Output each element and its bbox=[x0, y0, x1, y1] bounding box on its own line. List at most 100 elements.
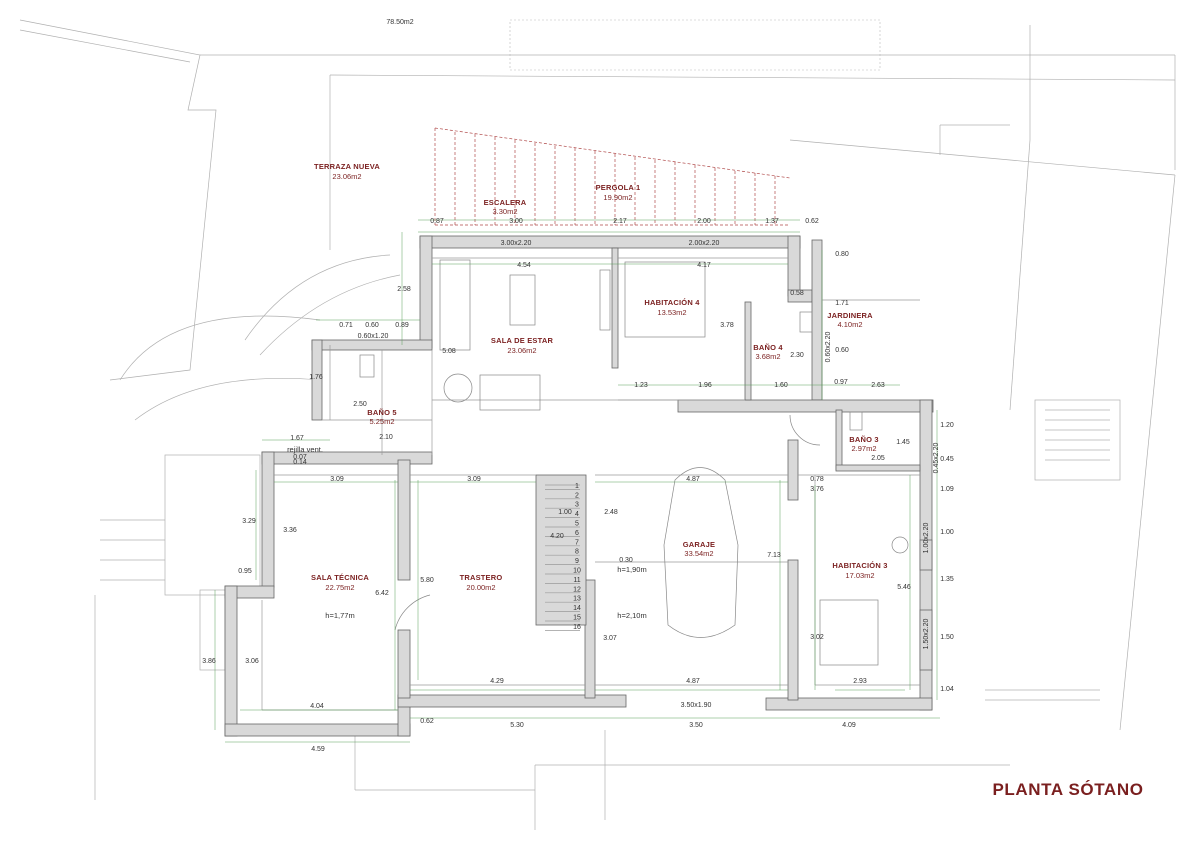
dim-007: 0.07 bbox=[293, 454, 307, 461]
trastero-area: 20.00m2 bbox=[466, 583, 495, 592]
dim-062b: 0.62 bbox=[420, 718, 434, 725]
dim-417: 4.17 bbox=[697, 262, 711, 269]
table-icon bbox=[509, 274, 536, 326]
trastero-name: TRASTERO bbox=[460, 573, 503, 582]
bano3-area: 2.97m2 bbox=[851, 444, 876, 453]
stair-step-number: 15 bbox=[573, 615, 581, 622]
dim-378: 3.78 bbox=[720, 322, 734, 329]
dim-376: 3.76 bbox=[810, 486, 824, 493]
dim-302: 3.02 bbox=[810, 634, 824, 641]
dim-454: 4.54 bbox=[517, 262, 531, 269]
dim-167: 1.67 bbox=[290, 435, 304, 442]
dim-145: 1.45 bbox=[896, 439, 910, 446]
dim-642: 6.42 bbox=[375, 590, 389, 597]
dim-095: 0.95 bbox=[238, 568, 252, 575]
stair-step-number: 8 bbox=[575, 549, 579, 556]
dim-409: 4.09 bbox=[842, 722, 856, 729]
dim-160: 1.60 bbox=[774, 382, 788, 389]
dim-089: 0.89 bbox=[395, 322, 409, 329]
sala-estar-area: 23.06m2 bbox=[507, 346, 536, 355]
dim-546: 5.46 bbox=[897, 584, 911, 591]
dim-459: 4.59 bbox=[311, 746, 325, 753]
compass-icon bbox=[443, 373, 473, 403]
dim-250: 2.50 bbox=[353, 401, 367, 408]
bano5-area: 5.25m2 bbox=[369, 417, 394, 426]
dim-078: 0.78 bbox=[810, 476, 824, 483]
dim-306: 3.06 bbox=[245, 658, 259, 665]
stair-step-number: 2 bbox=[575, 492, 579, 499]
dim-258: 2.58 bbox=[397, 286, 411, 293]
dim-060b: 0.60 bbox=[835, 347, 849, 354]
plan-title: PLANTA SÓTANO bbox=[992, 780, 1143, 799]
top-area: 78.50m2 bbox=[386, 19, 413, 26]
dim-336: 3.36 bbox=[283, 527, 297, 534]
dim-487a: 4.87 bbox=[686, 476, 700, 483]
dim-104: 1.04 bbox=[940, 686, 954, 693]
car-icon bbox=[663, 467, 739, 638]
dim-196: 1.96 bbox=[698, 382, 712, 389]
bano4-area: 3.68m2 bbox=[755, 352, 780, 361]
dim-200: 2.00 bbox=[697, 218, 711, 225]
dim-300x220: 3.00x2.20 bbox=[501, 240, 532, 247]
habitacion3-name: HABITACIÓN 3 bbox=[832, 561, 887, 570]
dim-060x220: 0.60x2.20 bbox=[825, 332, 832, 363]
stair-step-number: 16 bbox=[573, 624, 581, 631]
stair-step-number: 12 bbox=[573, 586, 581, 593]
dim-150: 1.50 bbox=[940, 634, 954, 641]
dim-230: 2.30 bbox=[790, 352, 804, 359]
dim-045x220: 0.45x2.20 bbox=[933, 443, 940, 474]
dim-030: 0.30 bbox=[619, 557, 633, 564]
stair-step-number: 1 bbox=[575, 483, 579, 490]
stair-step-number: 6 bbox=[575, 530, 579, 537]
toilet-icon-3 bbox=[849, 411, 863, 431]
dim-309a: 3.09 bbox=[330, 476, 344, 483]
dim-508: 5.08 bbox=[442, 348, 456, 355]
dim-171: 1.71 bbox=[835, 300, 849, 307]
tv-unit-icon bbox=[599, 269, 611, 331]
door-swing-icon bbox=[394, 594, 431, 631]
dim-329: 3.29 bbox=[242, 518, 256, 525]
habitacion4-name: HABITACIÓN 4 bbox=[644, 298, 700, 307]
dim-307: 3.07 bbox=[603, 635, 617, 642]
stair-step-number: 9 bbox=[575, 558, 579, 565]
dim-487b: 4.87 bbox=[686, 678, 700, 685]
toilet-icon-2 bbox=[799, 311, 813, 333]
dim-071: 0.71 bbox=[339, 322, 353, 329]
stair-step-number: 4 bbox=[575, 511, 579, 518]
terraza-area: 23.06m2 bbox=[332, 172, 361, 181]
escalera-area: 3.30m2 bbox=[492, 207, 517, 216]
dim-350: 3.50 bbox=[689, 722, 703, 729]
dim-248: 2.48 bbox=[604, 509, 618, 516]
dim-014: 0.14 bbox=[293, 459, 307, 466]
sala-tecnica-name: SALA TÉCNICA bbox=[311, 573, 369, 582]
dim-150x220: 1.50x2.20 bbox=[923, 619, 930, 650]
dim-137: 1.37 bbox=[765, 218, 779, 225]
dim-135: 1.35 bbox=[940, 576, 954, 583]
bed-icon-2 bbox=[819, 599, 879, 666]
dim-386: 3.86 bbox=[202, 658, 216, 665]
sala-tecnica-height: h=1,77m bbox=[325, 611, 354, 620]
stair-step-number: 7 bbox=[575, 539, 579, 546]
dim-263: 2.63 bbox=[871, 382, 885, 389]
dim-713: 7.13 bbox=[767, 552, 781, 559]
dim-300: 3.00 bbox=[509, 218, 523, 225]
escalera-name: ESCALERA bbox=[484, 198, 527, 207]
dim-062a: 0.62 bbox=[805, 218, 819, 225]
pergola-area: 19.90m2 bbox=[603, 193, 632, 202]
dim-200x220: 2.00x2.20 bbox=[689, 240, 720, 247]
sala-tecnica-area: 22.75m2 bbox=[325, 583, 354, 592]
site-lines bbox=[19, 19, 1176, 830]
dim-123: 1.23 bbox=[634, 382, 648, 389]
pergola-name: PERGOLA 1 bbox=[596, 183, 641, 192]
dim-100a: 1.00 bbox=[558, 509, 572, 516]
top-hatch bbox=[509, 19, 881, 71]
dim-120: 1.20 bbox=[940, 422, 954, 429]
dimension-lines bbox=[214, 219, 940, 743]
dim-097: 0.97 bbox=[834, 379, 848, 386]
bano3-name: BAÑO 3 bbox=[849, 435, 879, 444]
dim-060x120: 0.60x1.20 bbox=[358, 333, 389, 340]
sala-estar-name: SALA DE ESTAR bbox=[491, 336, 554, 345]
garaje-height-1: h=1,90m bbox=[617, 565, 646, 574]
dim-293: 2.93 bbox=[853, 678, 867, 685]
